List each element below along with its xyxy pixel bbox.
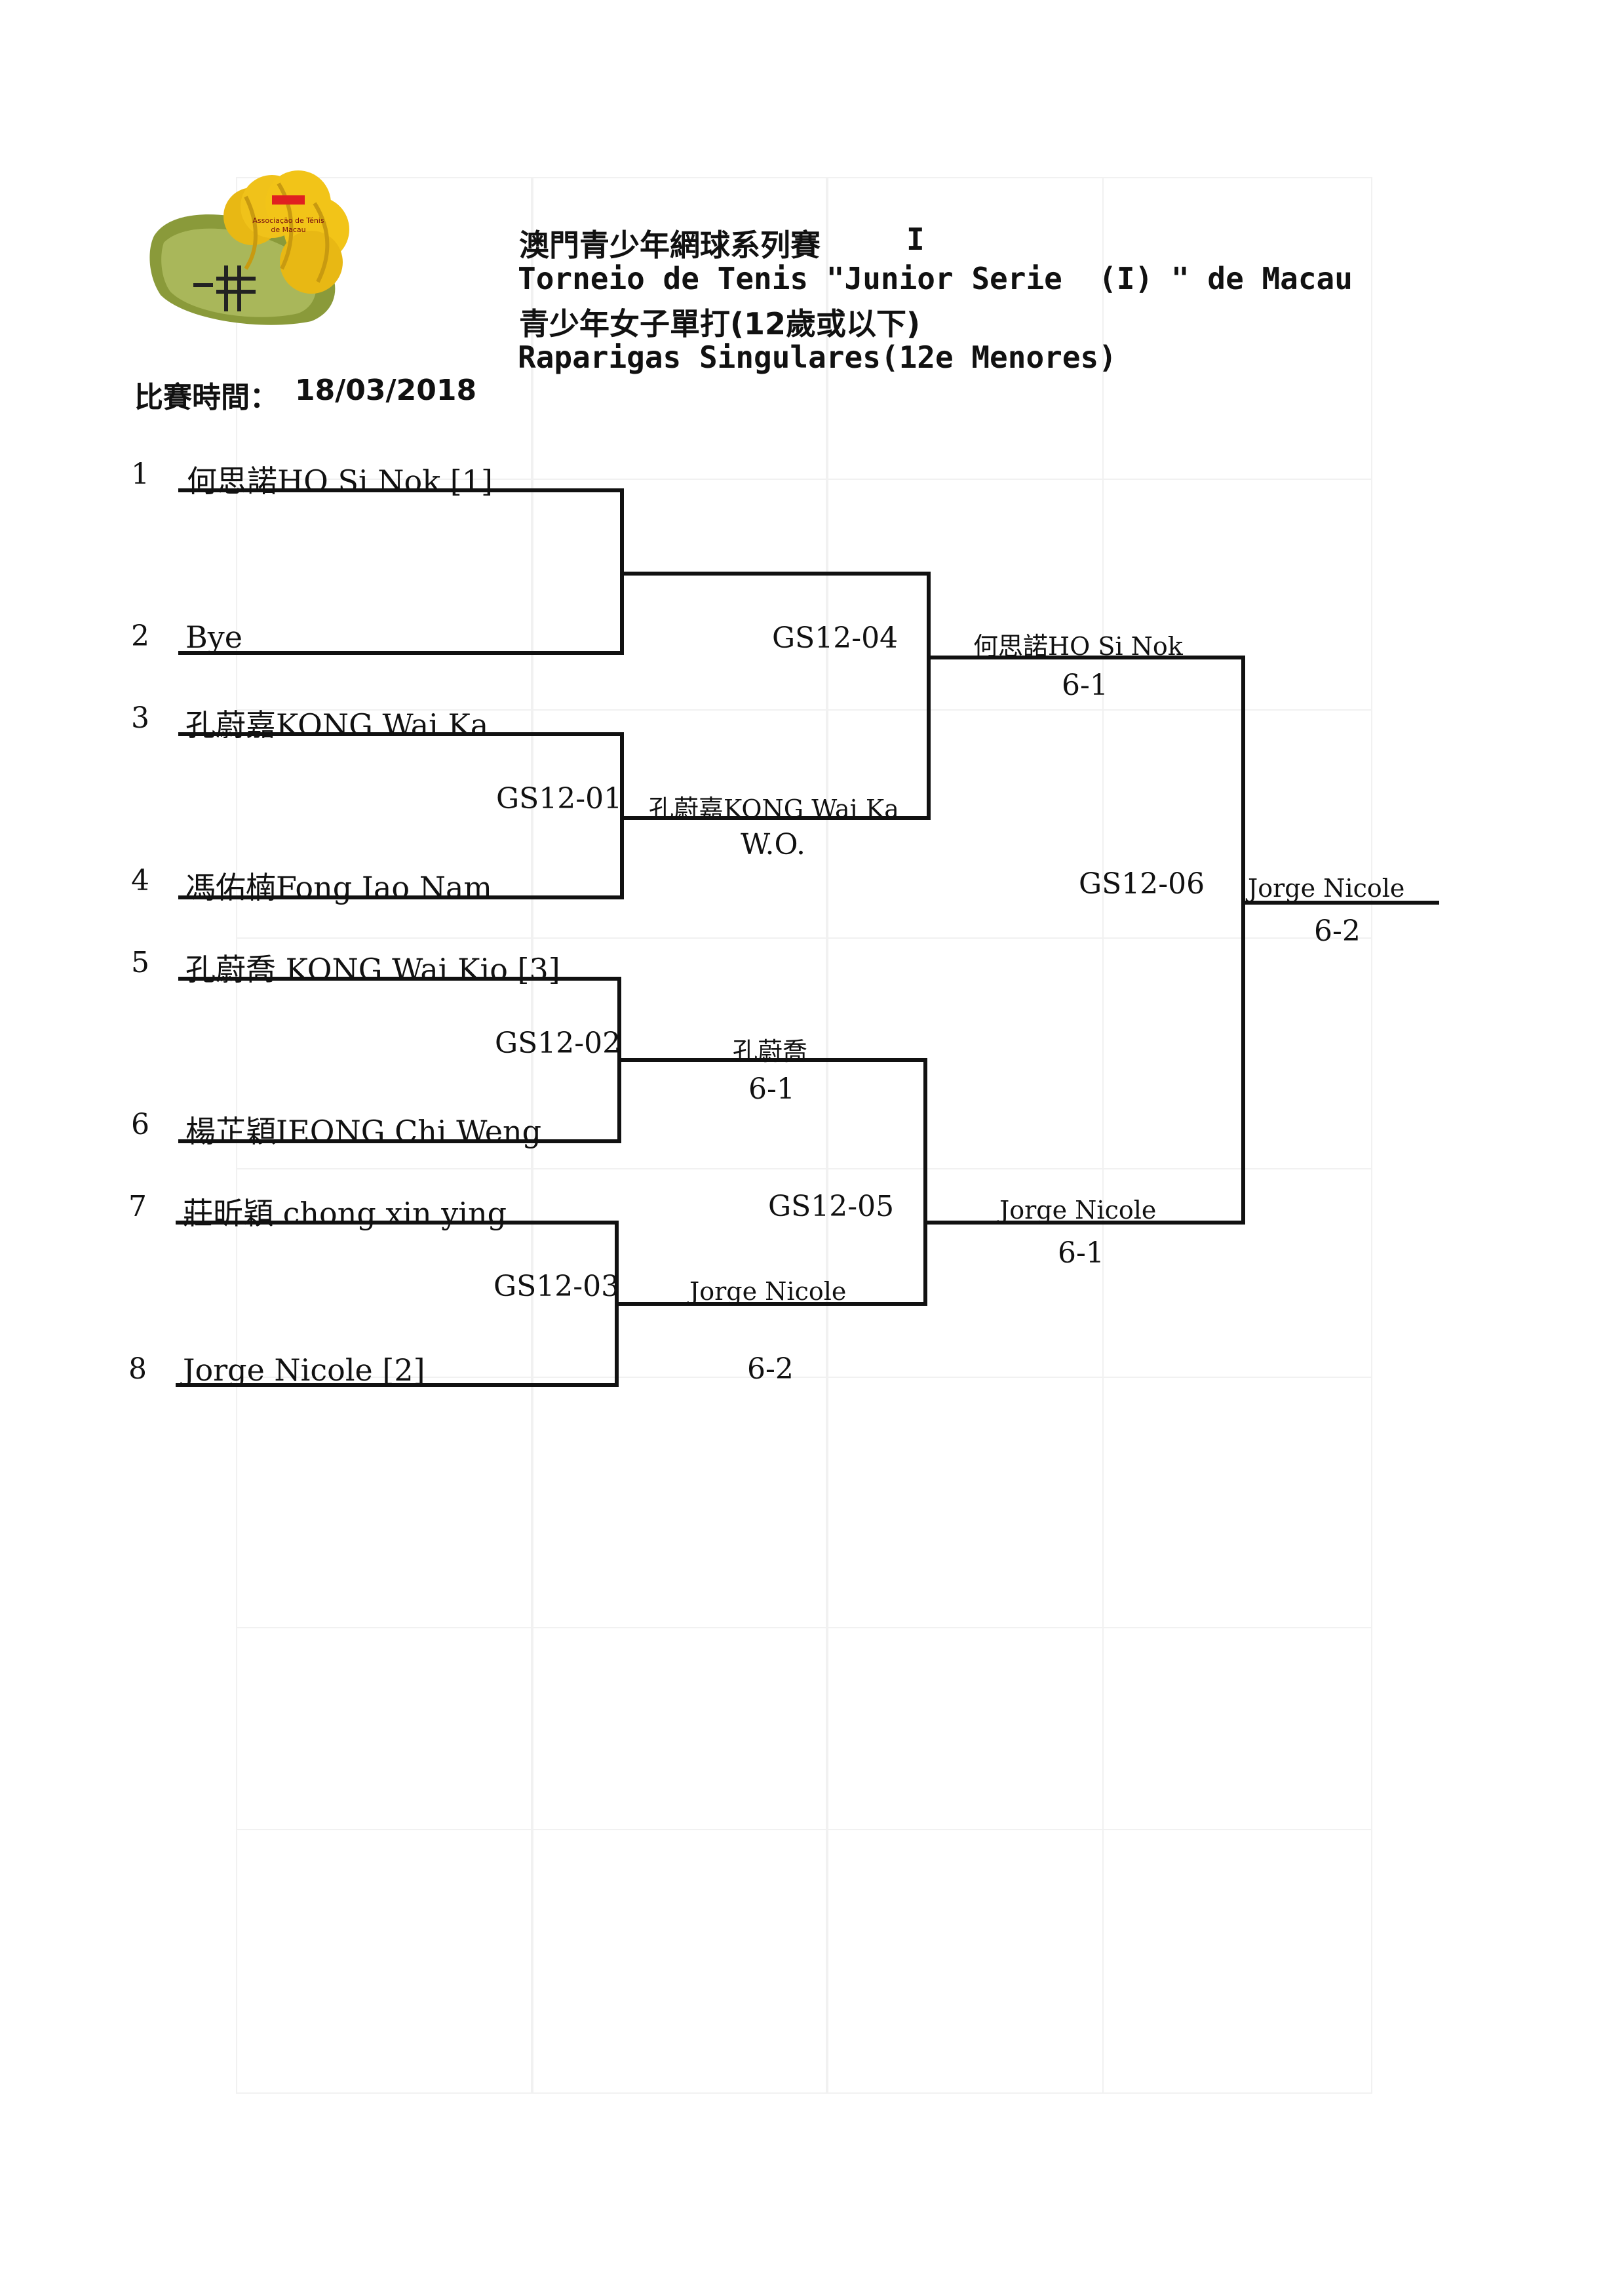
score-gs12-04: 6-1 xyxy=(1062,669,1108,702)
score-gs12-03: 6-2 xyxy=(747,1352,794,1386)
match-code-gs12-06: GS12-06 xyxy=(1079,867,1205,901)
event-pt: Raparigas Singulares(12e Menores) xyxy=(518,340,1117,375)
title-cn: 澳門青少年網球系列賽 xyxy=(519,227,821,263)
player-8: Jorge Nicole [2] xyxy=(183,1352,425,1388)
winner-gs12-04: 何思諾HO Si Nok xyxy=(973,632,1183,661)
date-label: 比賽時間： xyxy=(134,381,279,414)
match-code-gs12-02: GS12-02 xyxy=(495,1027,621,1060)
champion-name: Jorge Nicole xyxy=(1248,874,1405,903)
svg-text:de Macau: de Macau xyxy=(271,226,305,234)
player-4: 馮佑楠Fong Iao Nam xyxy=(185,870,492,905)
winner-gs12-01: 孔蔚嘉KONG Wai Ka xyxy=(649,794,899,823)
event-cn: 青少年女子單打(12歲或以下) xyxy=(519,306,921,342)
player-1: 何思諾HO Si Nok [1] xyxy=(187,463,493,499)
winner-gs12-05: Jorge Nicole xyxy=(999,1196,1157,1225)
draw-position-5: 5 xyxy=(131,946,149,979)
draw-position-2: 2 xyxy=(131,619,149,653)
title-pt: Torneio de Tenis "Junior Serie (I) " de … xyxy=(518,261,1353,296)
score-gs12-02: 6-1 xyxy=(748,1072,795,1106)
match-code-gs12-03: GS12-03 xyxy=(493,1270,620,1303)
player-2: Bye xyxy=(185,619,243,655)
match-code-gs12-05: GS12-05 xyxy=(768,1190,895,1223)
score-gs12-06: 6-2 xyxy=(1314,914,1361,948)
winner-gs12-02: 孔蔚喬 xyxy=(733,1037,808,1066)
score-gs12-01: W.O. xyxy=(741,828,805,861)
draw-position-7: 7 xyxy=(128,1190,147,1223)
svg-text:Associação de Ténis: Associação de Ténis xyxy=(252,216,324,225)
draw-position-6: 6 xyxy=(131,1108,149,1141)
player-3: 孔蔚嘉KONG Wai Ka xyxy=(185,707,489,743)
match-code-gs12-04: GS12-04 xyxy=(772,621,899,655)
draw-position-8: 8 xyxy=(128,1352,147,1386)
score-gs12-05: 6-1 xyxy=(1058,1236,1104,1270)
date-value: 18/03/2018 xyxy=(295,374,477,407)
player-5: 孔蔚喬 KONG Wai Kio [3] xyxy=(185,952,560,987)
association-logo: Associação de Ténis de Macau xyxy=(147,157,377,328)
player-6: 楊芷穎IEONG Chi Weng xyxy=(185,1114,542,1149)
series-number: I xyxy=(906,222,925,257)
draw-position-4: 4 xyxy=(131,864,149,897)
winner-gs12-03: Jorge Nicole xyxy=(689,1277,847,1306)
draw-position-3: 3 xyxy=(131,701,149,735)
draw-position-1: 1 xyxy=(131,458,149,491)
player-7: 莊昕穎 chong xin ying xyxy=(183,1196,507,1231)
match-code-gs12-01: GS12-01 xyxy=(496,782,623,815)
